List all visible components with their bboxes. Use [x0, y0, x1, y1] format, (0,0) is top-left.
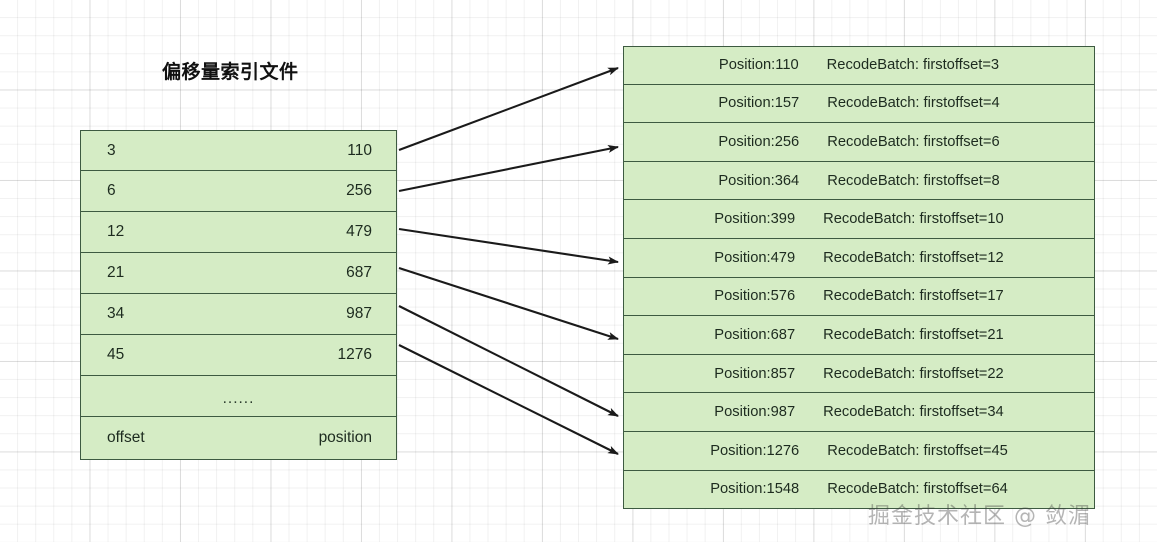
log-row[interactable]: Position:1276 RecodeBatch: firstoffset=4…: [623, 431, 1095, 471]
index-offset-value: 12: [107, 223, 125, 240]
index-position-value: 987: [346, 305, 372, 322]
index-row[interactable]: 12 479: [80, 212, 397, 253]
log-row[interactable]: Position:987 RecodeBatch: firstoffset=34: [623, 393, 1095, 432]
log-position-label: Position:110: [718, 57, 799, 74]
log-position-label: Position:576: [714, 288, 796, 305]
offset-column-label: offset: [107, 429, 145, 446]
log-position-label: Position:364: [718, 172, 800, 189]
log-row[interactable]: Position:110 RecodeBatch: firstoffset=3: [623, 46, 1095, 85]
log-position-label: Position:857: [714, 365, 796, 382]
index-row[interactable]: 45 1276: [80, 335, 397, 376]
log-row[interactable]: Position:399 RecodeBatch: firstoffset=10: [623, 200, 1095, 239]
log-batch-label: RecodeBatch: firstoffset=6: [827, 133, 1000, 150]
index-offset-value: 34: [107, 305, 125, 322]
index-position-value: 479: [346, 223, 372, 240]
index-offset-value: 3: [107, 141, 116, 159]
log-row[interactable]: Position:256 RecodeBatch: firstoffset=6: [623, 123, 1095, 162]
log-row[interactable]: Position:364 RecodeBatch: firstoffset=8: [623, 161, 1095, 201]
index-row[interactable]: 34 987: [80, 294, 397, 335]
ellipsis-label: ......: [222, 390, 255, 407]
log-position-label: Position:479: [714, 249, 796, 266]
log-position-label: Position:987: [714, 404, 796, 421]
log-row[interactable]: Position:857 RecodeBatch: firstoffset=22: [623, 354, 1095, 394]
index-position-value: 110: [347, 141, 372, 159]
index-row[interactable]: 3 110: [80, 130, 397, 171]
log-position-label: Position:1548: [710, 481, 800, 498]
index-position-value: 1276: [337, 346, 372, 363]
log-batch-label: RecodeBatch: firstoffset=17: [823, 288, 1004, 305]
position-column-label: position: [318, 429, 372, 446]
log-batch-label: RecodeBatch: firstoffset=10: [823, 211, 1004, 228]
log-batch-label: RecodeBatch: firstoffset=21: [823, 326, 1004, 343]
log-batch-label: RecodeBatch: firstoffset=3: [826, 57, 1000, 74]
log-position-label: Position:157: [718, 95, 800, 112]
index-table-footer: offset position: [80, 417, 397, 460]
log-row[interactable]: Position:157 RecodeBatch: firstoffset=4: [623, 84, 1095, 124]
page-title: 偏移量索引文件: [162, 62, 299, 83]
log-position-label: Position:399: [714, 211, 796, 228]
index-offset-value: 45: [107, 346, 125, 363]
watermark: 掘金技术社区 @ 敛湄: [868, 504, 1091, 529]
index-offset-value: 21: [107, 264, 125, 281]
log-batch-label: RecodeBatch: firstoffset=22: [823, 365, 1004, 382]
log-row[interactable]: Position:576 RecodeBatch: firstoffset=17: [623, 277, 1095, 317]
index-position-value: 687: [346, 264, 372, 281]
log-position-label: Position:256: [718, 133, 800, 150]
log-batch-label: RecodeBatch: firstoffset=64: [827, 481, 1008, 498]
index-row-ellipsis: ......: [80, 376, 397, 417]
log-batch-label: RecodeBatch: firstoffset=34: [823, 404, 1004, 421]
offset-index-table: 3 110 6 256 12 479 21 687 34 987 45 1276…: [80, 130, 397, 460]
log-row[interactable]: Position:479 RecodeBatch: firstoffset=12: [623, 238, 1095, 278]
index-row[interactable]: 6 256: [80, 171, 397, 212]
log-position-label: Position:687: [714, 326, 796, 343]
log-row[interactable]: Position:1548 RecodeBatch: firstoffset=6…: [623, 470, 1095, 510]
log-position-label: Position:1276: [710, 442, 800, 459]
index-position-value: 256: [346, 182, 372, 199]
log-row[interactable]: Position:687 RecodeBatch: firstoffset=21: [623, 316, 1095, 355]
log-batch-label: RecodeBatch: firstoffset=4: [827, 95, 1000, 112]
log-segment-table: Position:110 RecodeBatch: firstoffset=3 …: [623, 46, 1095, 510]
log-batch-label: RecodeBatch: firstoffset=8: [827, 172, 1000, 189]
index-offset-value: 6: [107, 182, 116, 199]
index-row[interactable]: 21 687: [80, 253, 397, 294]
log-batch-label: RecodeBatch: firstoffset=12: [823, 249, 1004, 266]
log-batch-label: RecodeBatch: firstoffset=45: [827, 442, 1008, 459]
